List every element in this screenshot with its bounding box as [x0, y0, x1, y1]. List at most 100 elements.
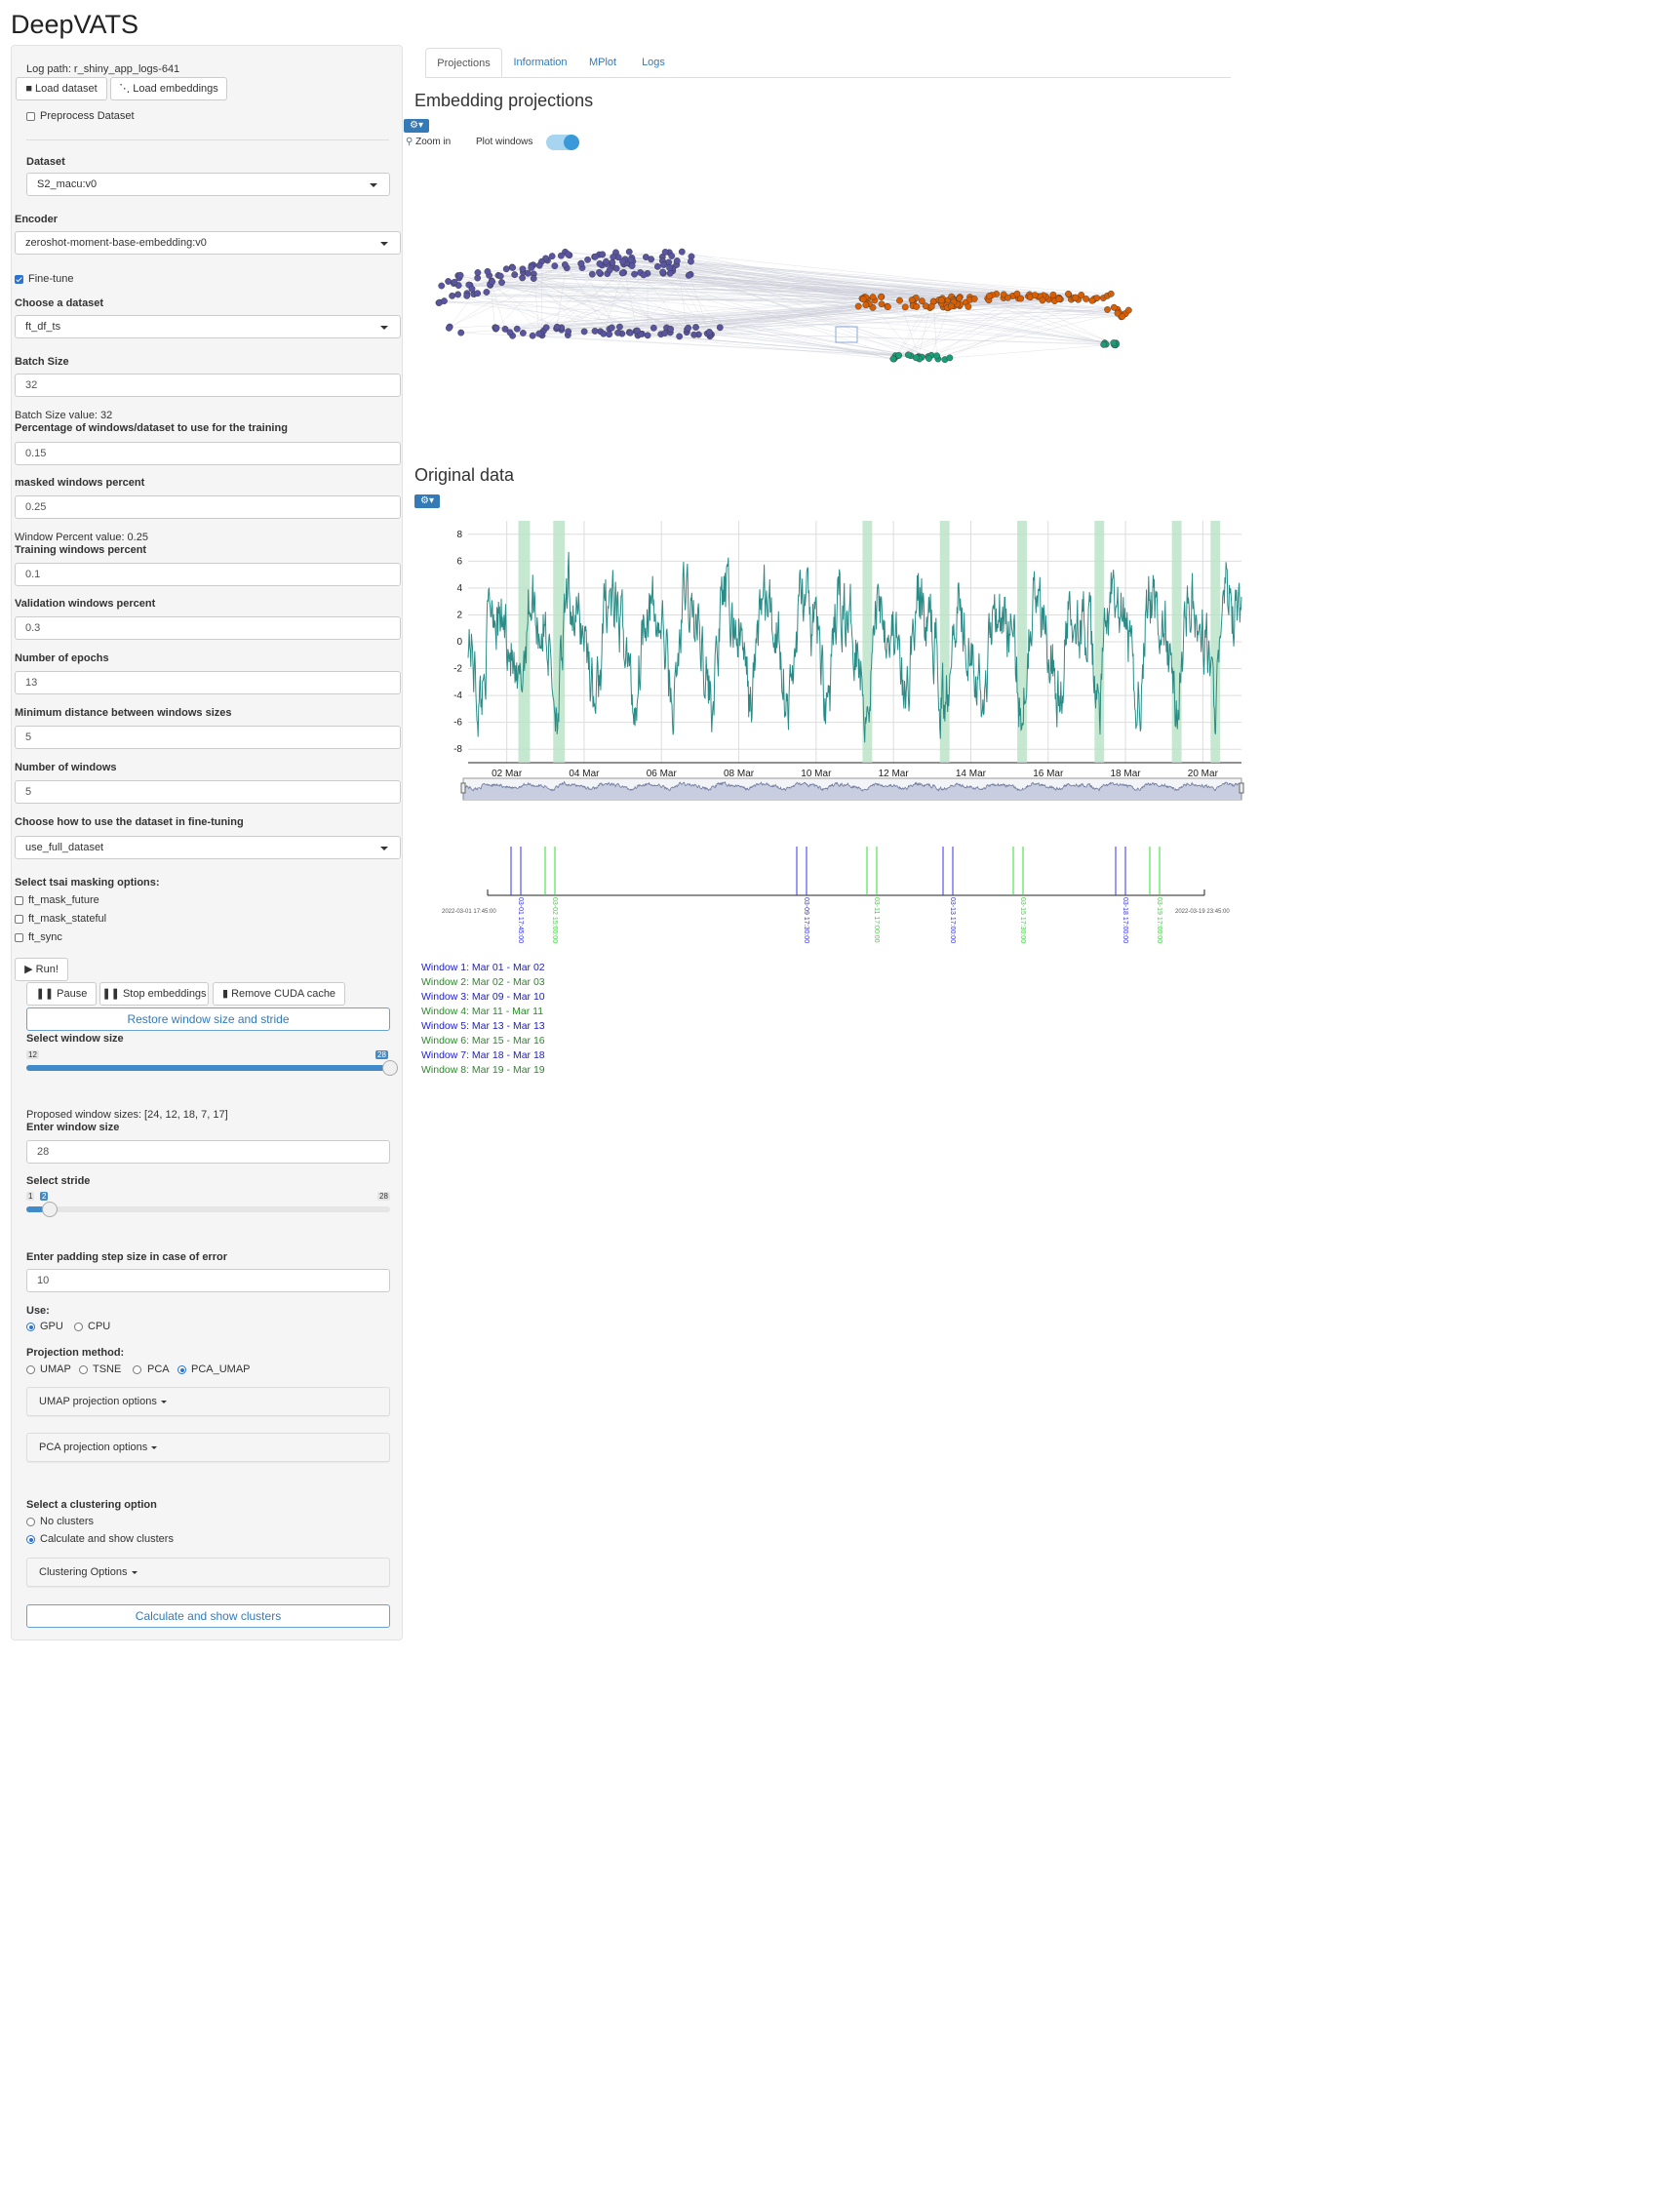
encoder-label: Encoder [15, 214, 59, 225]
range-handle-left [460, 782, 466, 794]
window-highlight [1017, 521, 1027, 763]
projection-point [650, 324, 657, 332]
embedding-scatter[interactable] [429, 234, 1229, 380]
batch-size-label: Batch Size [15, 356, 69, 368]
encoder-select[interactable]: zeroshot-moment-base-embedding:v0 [15, 231, 401, 255]
proj-label: Projection method: [26, 1347, 125, 1359]
preprocess-checkbox[interactable] [26, 112, 35, 121]
clustering-options-toggle[interactable]: Clustering Options [26, 1558, 390, 1587]
winsize-min: 12 [26, 1050, 39, 1059]
chevron-down-icon [380, 326, 388, 330]
batch-size-input[interactable]: 32 [15, 374, 401, 397]
pct-input[interactable]: 0.15 [15, 442, 401, 465]
tab-information[interactable]: Information [513, 57, 568, 68]
no-clusters-radio[interactable] [26, 1518, 35, 1526]
stride-slider-handle[interactable] [41, 1202, 58, 1217]
projection-point [445, 324, 453, 332]
train-input[interactable]: 0.1 [15, 563, 401, 586]
tab-projections[interactable]: Projections [425, 48, 502, 77]
howuse-select[interactable]: use_full_dataset [15, 836, 401, 859]
umap-radio[interactable] [26, 1365, 35, 1374]
masked-input[interactable]: 0.25 [15, 495, 401, 519]
projection-point [628, 262, 636, 269]
pause-button[interactable]: ❚❚ Pause [26, 982, 97, 1006]
stop-embeddings-button[interactable]: ❚❚ Stop embeddings [99, 982, 209, 1006]
y-tick-label: 0 [456, 637, 462, 648]
projection-point [666, 264, 674, 271]
nwin-input[interactable]: 5 [15, 780, 401, 804]
projection-point [612, 264, 620, 272]
pca-options-toggle[interactable]: PCA projection options [26, 1433, 390, 1462]
projection-connections [438, 251, 1129, 360]
projection-point [1119, 312, 1126, 320]
stride-slider-track[interactable] [26, 1206, 390, 1212]
winsize-slider-handle[interactable] [382, 1060, 398, 1076]
projection-point [625, 248, 633, 256]
ft-mask-stateful-checkbox[interactable] [15, 915, 23, 924]
projection-point [1124, 306, 1132, 314]
projection-point [619, 257, 626, 265]
projection-point [948, 302, 955, 310]
load-dataset-button[interactable]: ■ Load dataset [16, 77, 107, 100]
calc-clusters-label: Calculate and show clusters [40, 1533, 174, 1545]
cpu-radio[interactable] [74, 1323, 83, 1331]
ft-sync-checkbox[interactable] [15, 933, 23, 942]
masked-label: masked windows percent [15, 477, 145, 489]
epochs-input[interactable]: 13 [15, 671, 401, 694]
enter-ws-label: Enter window size [26, 1122, 120, 1133]
projection-point [913, 303, 921, 310]
embedding-settings-button[interactable]: ⚙▾ [404, 119, 429, 133]
window-date-label: 03-09 17:30:00 [803, 897, 809, 943]
y-tick-label: -8 [453, 744, 462, 755]
gpu-radio[interactable] [26, 1323, 35, 1331]
dataset-select[interactable]: S2_macu:v0 [26, 173, 390, 196]
range-slider[interactable] [460, 777, 1244, 801]
projection-point [666, 269, 674, 277]
tsne-radio[interactable] [79, 1365, 88, 1374]
load-embeddings-button[interactable]: ⋱ Load embeddings [110, 77, 227, 100]
remove-cuda-button[interactable]: ▮ Remove CUDA cache [213, 982, 345, 1006]
projection-point [438, 282, 446, 290]
enter-ws-input[interactable]: 28 [26, 1140, 390, 1164]
padding-input[interactable]: 10 [26, 1269, 390, 1292]
window-list-item: Window 1: Mar 01 - Mar 02 [421, 962, 545, 973]
restore-window-button[interactable]: Restore window size and stride [26, 1007, 390, 1031]
tab-mplot[interactable]: MPlot [588, 57, 617, 68]
projection-point [878, 293, 885, 300]
pca-radio[interactable] [133, 1365, 141, 1374]
projection-point [565, 328, 572, 336]
umap-options-toggle[interactable]: UMAP projection options [26, 1387, 390, 1416]
search-icon: ⚲ [406, 137, 414, 147]
mindist-input[interactable]: 5 [15, 726, 401, 749]
calc-clusters-button[interactable]: Calculate and show clusters [26, 1604, 390, 1628]
projection-point [561, 261, 569, 268]
zoom-in-toggle[interactable]: ⚲ Zoom in [406, 137, 452, 147]
calc-clusters-radio[interactable] [26, 1535, 35, 1544]
ft-mask-future-checkbox[interactable] [15, 896, 23, 905]
gpu-label: GPU [40, 1321, 63, 1332]
projection-point [600, 330, 608, 337]
valid-input[interactable]: 0.3 [15, 616, 401, 640]
plot-windows-switch[interactable] [546, 135, 579, 150]
choose-dataset-select[interactable]: ft_df_ts [15, 315, 401, 338]
window-date-label: 03-18 17:00:00 [1122, 897, 1128, 943]
projection-point [618, 269, 626, 277]
projection-point [484, 267, 492, 275]
pause-icon: ❚❚ [101, 988, 120, 1000]
winsize-current: 28 [375, 1050, 388, 1059]
projection-point [596, 268, 603, 276]
projection-point [501, 325, 509, 333]
finetune-checkbox[interactable] [15, 275, 23, 284]
howuse-label: Choose how to use the dataset in fine-tu… [15, 816, 244, 828]
tab-logs[interactable]: Logs [642, 57, 665, 68]
run-button[interactable]: ▶ Run! [15, 958, 68, 981]
projection-point [454, 291, 461, 298]
original-settings-button[interactable]: ⚙▾ [414, 494, 440, 508]
projection-point [489, 278, 496, 286]
window-pct-text: Window Percent value: 0.25 [15, 532, 148, 543]
pca-umap-radio[interactable] [177, 1365, 186, 1374]
projection-point [956, 295, 964, 302]
